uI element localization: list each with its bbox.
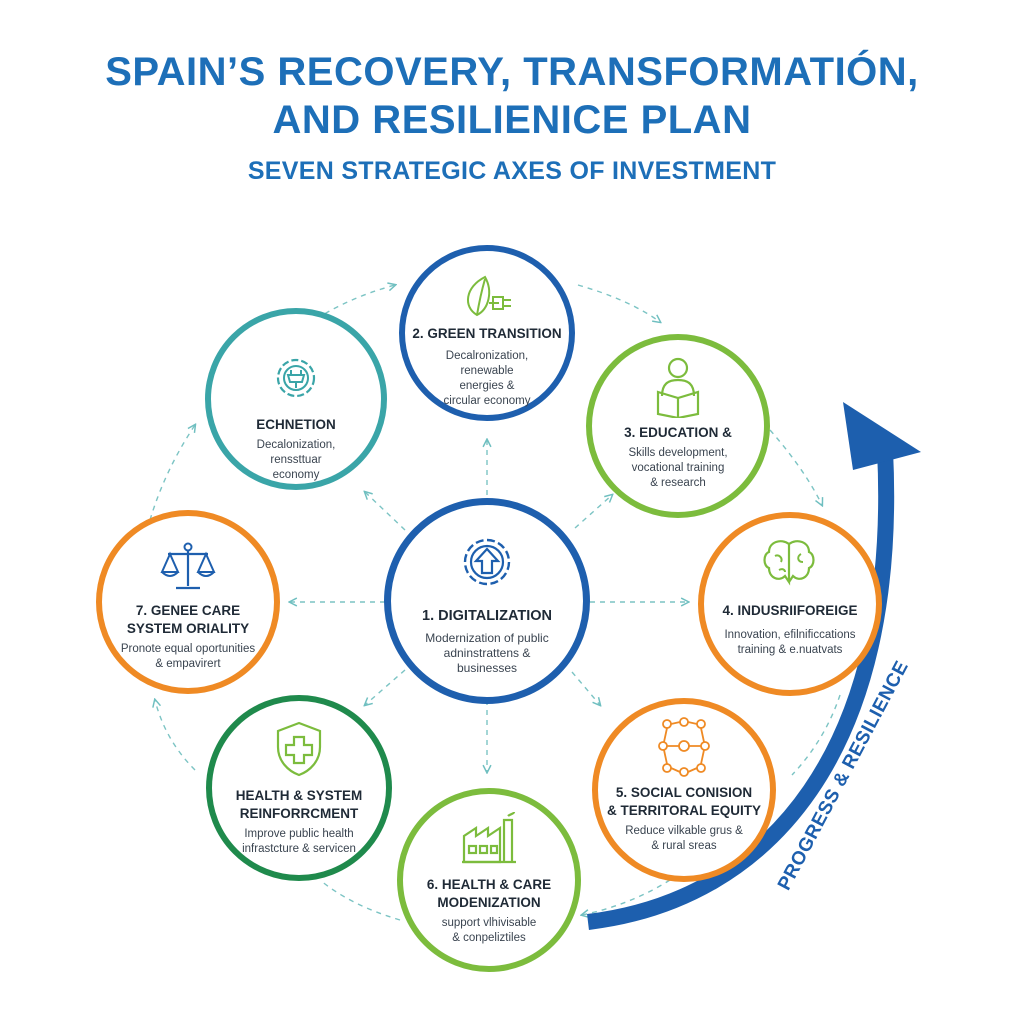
- ring-arrow-industry-social: [791, 694, 841, 776]
- spoke-lower-left: [365, 669, 406, 705]
- axis-health-care[interactable]: 6. HEALTH & CARE MODENIZATION support vl…: [397, 788, 581, 972]
- axis-desc-line: adninstrattens &: [443, 646, 531, 660]
- axis-health-system[interactable]: HEALTH & SYSTEM REINFORRCMENT Improve pu…: [206, 695, 392, 881]
- ring-arrow-equality-energy: [149, 425, 195, 521]
- axis-desc-line: support vlhivisable: [441, 917, 537, 929]
- axis-digitalization[interactable]: 1. DIGITALIZATION Modernization of publi…: [384, 498, 590, 704]
- axis-title: HEALTH & SYSTEM: [235, 788, 363, 803]
- axis-title: 7. GENEE CARE: [135, 603, 241, 618]
- axis-title: 3. EDUCATION &: [624, 425, 732, 440]
- axis-social[interactable]: 5. SOCIAL CONISION & TERRITORAL EQUITY R…: [592, 698, 776, 882]
- progress-arc: [587, 449, 895, 930]
- axis-title: 4. INDUSRIIFOREIGE: [722, 603, 858, 618]
- axis-desc-line: businesses: [456, 661, 518, 675]
- axis-desc-line: Reduce vilkable grus &: [625, 825, 743, 837]
- page-title-line-2: AND RESILIENICE PLAN: [272, 98, 752, 142]
- axis-desc-line: training & e.nuatvats: [737, 644, 843, 656]
- axis-title: MODENIZATION: [437, 895, 541, 910]
- axis-desc-line: & rural sreas: [651, 840, 717, 852]
- axis-title: 2. GREEN TRANSITION: [412, 326, 562, 341]
- axis-title: 6. HEALTH & CARE: [426, 877, 552, 892]
- axis-desc-line: Improve public health: [244, 828, 354, 840]
- axis-industry[interactable]: 4. INDUSRIIFOREIGE Innovation, efilnific…: [698, 512, 882, 696]
- brain-icon: [763, 540, 815, 586]
- ring-arrow-green-education: [577, 284, 660, 322]
- gear-plug-icon: [276, 358, 316, 398]
- network-icon: [658, 717, 710, 777]
- axis-green-transition[interactable]: 2. GREEN TRANSITION Decalronization, ren…: [399, 245, 575, 421]
- axis-desc-line: vocational training: [631, 462, 725, 474]
- spoke-upper-left: [365, 492, 406, 531]
- shield-cross-icon: [276, 721, 322, 777]
- axis-desc-line: Decalonization, renssttuar: [256, 439, 336, 466]
- ring-arrow-system-equality: [155, 700, 196, 771]
- axis-equality[interactable]: 7. GENEE CARE SYSTEM ORIALITY Pronote eq…: [96, 510, 280, 694]
- axis-desc-line: Skills development,: [628, 447, 728, 459]
- axis-title: 1. DIGITALIZATION: [422, 608, 552, 624]
- axis-desc-line: economy: [272, 469, 320, 481]
- leaf-plug-icon: [467, 275, 511, 317]
- scales-icon: [160, 542, 216, 590]
- axis-desc-line: Decalronization, renewable: [445, 350, 529, 377]
- axis-title: SYSTEM ORIALITY: [126, 621, 250, 636]
- reader-icon: [656, 357, 700, 418]
- axis-energy[interactable]: ECHNETION Decalonization, renssttuar eco…: [205, 308, 387, 490]
- ring-arrow-health-care-system: [319, 879, 401, 921]
- factory-icon: [462, 812, 516, 864]
- axis-desc-line: infrastcture & servicen: [242, 843, 356, 855]
- axis-desc-line: Modernization of public: [425, 631, 549, 645]
- spoke-upper-right: [574, 495, 612, 529]
- progress-arrowhead: [843, 402, 921, 470]
- axis-desc-line: Innovation, efilnificcations: [724, 629, 856, 641]
- page-subtitle: SEVEN STRATEGIC AXES OF INVESTMENT: [247, 157, 777, 185]
- axis-desc-line: & research: [650, 477, 706, 489]
- axis-title: & TERRITORAL EQUITY: [606, 803, 761, 818]
- page-title-line-1: SPAIN’S RECOVERY, TRANSFORMATIÓN,: [105, 50, 919, 94]
- axis-title: ECHNETION: [256, 417, 336, 432]
- spoke-lower-right: [571, 671, 600, 705]
- axis-desc-line: Pronote equal oportunities: [120, 643, 256, 655]
- axis-education[interactable]: 3. EDUCATION & Skills development, vocat…: [586, 334, 770, 518]
- gear-upload-icon: [463, 538, 511, 586]
- axis-title: 5. SOCIAL CONISION: [615, 785, 753, 800]
- axis-desc-line: & conpeliztiles: [452, 932, 526, 944]
- axis-desc-line: & empavirert: [155, 658, 221, 670]
- axis-desc-line: circular economy: [443, 395, 531, 407]
- axis-title: REINFORRCMENT: [239, 806, 359, 821]
- ring-arrow-education-industry: [769, 429, 822, 505]
- axis-desc-line: energies &: [459, 380, 515, 392]
